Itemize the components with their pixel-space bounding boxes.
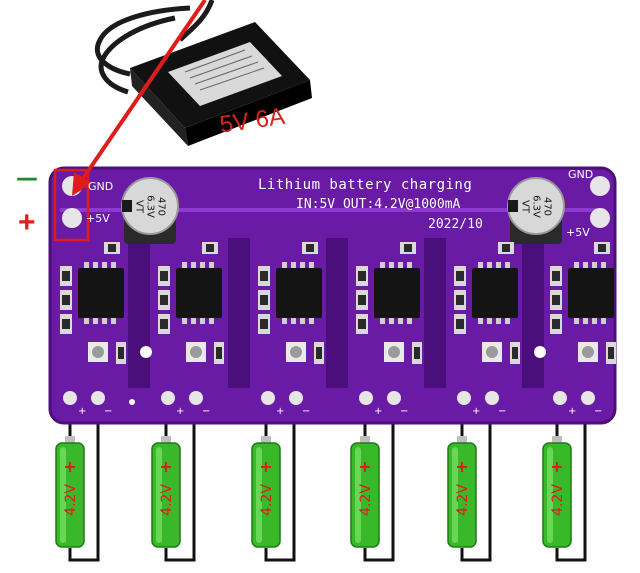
board-title: Lithium battery charging (258, 177, 473, 193)
battery-plus-pad (63, 391, 77, 405)
battery-plus-sign: + (358, 457, 371, 476)
battery: +4.2V (447, 436, 477, 548)
charger-channel: +− (550, 242, 616, 417)
vcc-label-left: +5V (86, 212, 110, 225)
mounting-hole (534, 346, 546, 358)
pad-minus-label: − (594, 406, 602, 417)
charger-channel: +− (454, 242, 520, 417)
gnd-label-right: GND (568, 168, 594, 181)
battery-minus-pad (485, 391, 499, 405)
charger-ic (472, 268, 518, 318)
pad-minus-label: − (498, 406, 506, 417)
charger-channel: +− (60, 242, 126, 417)
pad-minus-label: − (400, 406, 408, 417)
capacitor-left-marking: 470 6.3V VT (134, 189, 167, 225)
charger-channels: +−+−+−+−+−+− (60, 242, 616, 417)
battery-minus-pad (189, 391, 203, 405)
pad-plus-label: + (176, 406, 184, 417)
charger-channel: +− (158, 242, 224, 417)
battery-plus-sign: + (550, 457, 563, 476)
pad-plus-label: + (374, 406, 382, 417)
battery-plus-pad (261, 391, 275, 405)
charger-channel: +− (356, 242, 422, 417)
battery-plus-sign: + (63, 457, 76, 476)
cap-left-value: 470 (155, 196, 167, 217)
pad-plus-label: + (472, 406, 480, 417)
charger-channel: +− (258, 242, 324, 417)
battery-terminal (161, 436, 171, 444)
battery-plus-pad (457, 391, 471, 405)
battery-voltage-label: 4.2V (259, 484, 275, 516)
cap-left-series: VT (133, 200, 145, 213)
pad-plus-label: + (568, 406, 576, 417)
battery-plus-pad (359, 391, 373, 405)
battery-minus-pad (387, 391, 401, 405)
battery-terminal (360, 436, 370, 444)
adapter-arrow (72, 0, 207, 196)
minus-polarity-label: — (16, 166, 38, 191)
charger-ic (374, 268, 420, 318)
charger-ic (568, 268, 614, 318)
battery-voltage-label: 4.2V (63, 484, 79, 516)
pad-minus-label: − (202, 406, 210, 417)
battery: +4.2V (55, 436, 85, 548)
battery-terminal (261, 436, 271, 444)
input-pads-highlight (53, 168, 90, 242)
board-io-spec: IN:5V OUT:4.2V@1000mA (296, 197, 461, 212)
charger-ic (78, 268, 124, 318)
charger-ic (176, 268, 222, 318)
battery-minus-pad (581, 391, 595, 405)
plus-polarity-label: + (18, 206, 36, 239)
cap-right-value: 470 (541, 196, 553, 217)
battery-voltage-label: 4.2V (455, 484, 471, 516)
battery-plus-sign: + (159, 457, 172, 476)
charger-ic (276, 268, 322, 318)
battery-plus-pad (161, 391, 175, 405)
battery-minus-pad (91, 391, 105, 405)
battery-terminal (552, 436, 562, 444)
vcc-pad-right (590, 208, 610, 228)
capacitor-right-marking: 470 6.3V VT (520, 189, 553, 225)
gnd-pad-right (590, 176, 610, 196)
battery-voltage-label: 4.2V (159, 484, 175, 516)
pad-plus-label: + (276, 406, 284, 417)
battery-minus-pad (289, 391, 303, 405)
battery: +4.2V (251, 436, 281, 548)
gnd-label-left: GND (88, 180, 114, 193)
pad-plus-label: + (78, 406, 86, 417)
battery-terminal (457, 436, 467, 444)
vcc-pad-left (62, 208, 82, 228)
capacitor-right (507, 177, 565, 244)
pad-minus-label: − (302, 406, 310, 417)
pad-minus-label: − (104, 406, 112, 417)
capacitor-left (121, 177, 179, 244)
battery-voltage-label: 4.2V (550, 484, 566, 516)
cap-right-voltage: 6.3V (530, 195, 542, 218)
battery: +4.2V (542, 436, 572, 548)
battery-row: +4.2V+4.2V+4.2V+4.2V+4.2V+4.2V (55, 436, 572, 548)
battery: +4.2V (350, 436, 380, 548)
battery-plus-sign: + (455, 457, 468, 476)
battery-terminal (65, 436, 75, 444)
cap-right-series: VT (519, 200, 531, 213)
board-date: 2022/10 (428, 217, 483, 232)
battery-plus-sign: + (259, 457, 272, 476)
cap-left-voltage: 6.3V (144, 195, 156, 218)
battery-voltage-label: 4.2V (358, 484, 374, 516)
vcc-label-right: +5V (566, 226, 590, 239)
battery-plus-pad (553, 391, 567, 405)
mounting-hole (140, 346, 152, 358)
battery: +4.2V (151, 436, 181, 548)
